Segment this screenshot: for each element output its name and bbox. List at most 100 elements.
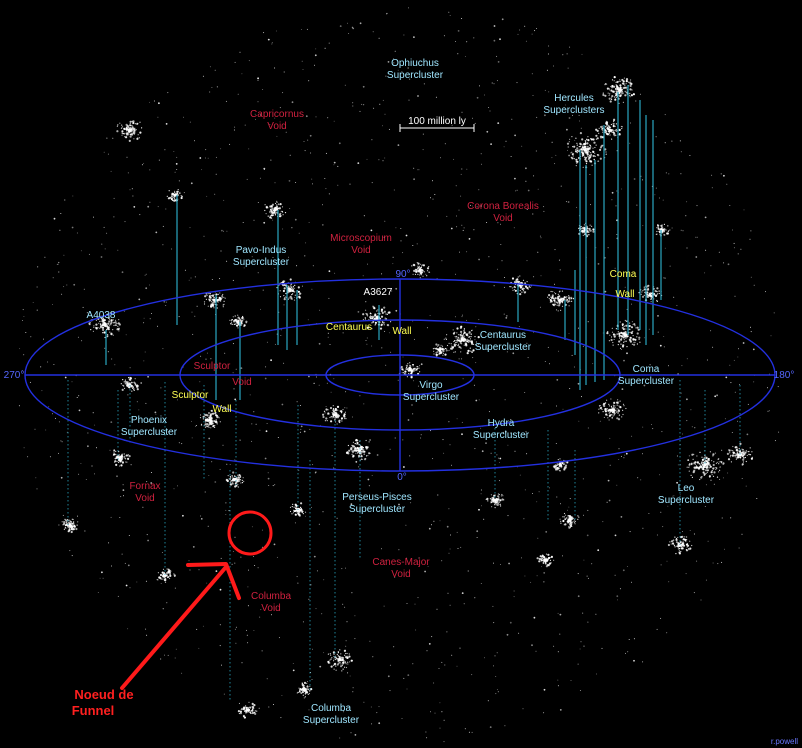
galaxy-point (108, 328, 110, 331)
galaxy-point (574, 521, 576, 523)
galaxy-point (739, 442, 742, 445)
galaxy-point (213, 299, 215, 301)
galaxy-point (701, 456, 703, 458)
galaxy-point (232, 343, 234, 345)
galaxy-point (470, 336, 472, 338)
galaxy-point (246, 634, 248, 636)
galaxy-point (112, 319, 114, 321)
galaxy-point (275, 208, 279, 211)
galaxy-point (445, 350, 447, 352)
galaxy-point (257, 77, 259, 80)
galaxy-point (453, 158, 455, 160)
galaxy-point (381, 311, 384, 314)
galaxy-point (599, 407, 602, 410)
galaxy-point (513, 286, 515, 288)
galaxy-point (222, 293, 224, 296)
galaxy-point (455, 337, 457, 339)
galaxy-point (334, 272, 336, 274)
galaxy-point (370, 229, 373, 232)
galaxy-point (206, 352, 208, 354)
galaxy-point (372, 656, 374, 658)
galaxy-point (704, 216, 707, 219)
galaxy-point (279, 203, 282, 206)
galaxy-point (563, 524, 565, 526)
galaxy-point (211, 279, 213, 280)
galaxy-point (280, 335, 282, 336)
galaxy-point (410, 365, 412, 367)
galaxy-point (452, 332, 455, 335)
galaxy-point (377, 312, 379, 315)
galaxy-point (129, 379, 131, 381)
galaxy-point (703, 473, 706, 476)
galaxy-point (102, 328, 105, 331)
galaxy-point (66, 284, 68, 286)
galaxy-point (496, 652, 498, 654)
galaxy-point (448, 342, 450, 344)
galaxy-point (223, 230, 224, 232)
galaxy-point (494, 494, 496, 496)
galaxy-point (337, 413, 339, 416)
galaxy-point (88, 253, 90, 255)
galaxy-point (166, 195, 168, 197)
galaxy-point (668, 173, 670, 175)
galaxy-point (606, 130, 608, 132)
galaxy-point (207, 305, 209, 307)
galaxy-point (171, 199, 174, 201)
galaxy-point (376, 310, 378, 312)
galaxy-point (388, 128, 390, 130)
galaxy-point (614, 96, 616, 98)
galaxy-point (711, 187, 713, 189)
galaxy-point (664, 142, 666, 144)
galaxy-point (616, 484, 618, 486)
galaxy-point (685, 540, 687, 542)
galaxy-point (168, 190, 170, 192)
galaxy-point (569, 523, 571, 525)
galaxy-point (682, 531, 683, 532)
galaxy-point (579, 120, 580, 122)
galaxy-point (463, 603, 465, 605)
galaxy-point (356, 449, 358, 451)
galaxy-point (587, 156, 589, 158)
galaxy-point (636, 336, 638, 338)
galaxy-point (237, 314, 239, 316)
galaxy-point (619, 86, 622, 90)
galaxy-point (537, 188, 539, 190)
galaxy-point (124, 136, 126, 138)
galaxy-point (139, 214, 141, 216)
galaxy-point (623, 405, 625, 407)
galaxy-point (307, 319, 309, 321)
galaxy-point (571, 300, 573, 302)
galaxy-point (523, 518, 525, 520)
galaxy-point (383, 324, 385, 326)
galaxy-point (693, 463, 695, 465)
galaxy-point (711, 460, 713, 462)
galaxy-point (664, 234, 666, 236)
galaxy-point (203, 303, 206, 305)
galaxy-point (707, 460, 709, 462)
galaxy-point (544, 89, 546, 91)
galaxy-point (289, 295, 292, 298)
galaxy-point (745, 460, 747, 463)
galaxy-point (724, 548, 725, 550)
galaxy-point (602, 521, 604, 523)
galaxy-point (457, 338, 459, 340)
galaxy-point (673, 495, 675, 497)
galaxy-point (417, 267, 419, 269)
galaxy-point (735, 454, 737, 457)
galaxy-point (740, 248, 742, 250)
galaxy-point (630, 94, 634, 97)
galaxy-point (619, 321, 621, 323)
galaxy-point (439, 520, 441, 522)
galaxy-point (720, 173, 722, 175)
galaxy-point (261, 650, 263, 652)
galaxy-point (241, 322, 243, 324)
galaxy-point (657, 331, 659, 333)
galaxy-point (58, 261, 60, 263)
galaxy-point (490, 502, 492, 504)
galaxy-point (568, 154, 570, 157)
galaxy-point (263, 167, 266, 170)
galaxy-point (58, 271, 60, 273)
galaxy-point (579, 132, 583, 135)
galaxy-point (657, 315, 659, 317)
galaxy-point (261, 529, 263, 531)
